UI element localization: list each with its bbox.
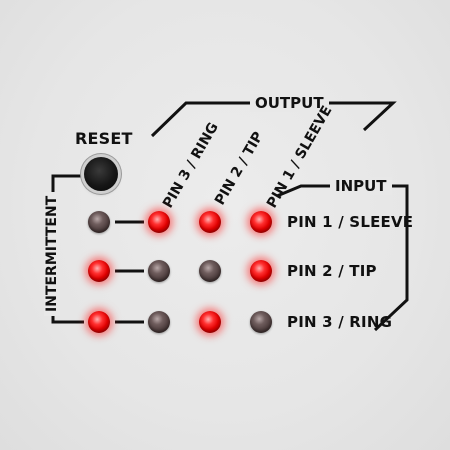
led-row3-col1-intermittent — [88, 311, 110, 333]
led-row1-col4 — [250, 211, 272, 233]
led-row3-col3 — [199, 311, 221, 333]
led-row1-col1-intermittent — [88, 211, 110, 233]
reset-button[interactable] — [84, 157, 118, 191]
led-row1-col2 — [148, 211, 170, 233]
row-label-pin3-ring: PIN 3 / RING — [287, 313, 393, 331]
led-row3-col2 — [148, 311, 170, 333]
intermittent-label: INTERMITTENT — [44, 191, 60, 316]
output-label: OUTPUT — [250, 94, 329, 112]
led-row2-col1-intermittent — [88, 260, 110, 282]
row-label-pin2-tip: PIN 2 / TIP — [287, 262, 377, 280]
led-row2-col3 — [199, 260, 221, 282]
led-row1-col3 — [199, 211, 221, 233]
reset-label: RESET — [75, 129, 133, 148]
led-row3-col4 — [250, 311, 272, 333]
led-row2-col2 — [148, 260, 170, 282]
input-bracket-line — [276, 184, 409, 332]
led-row2-col4 — [250, 260, 272, 282]
row-label-pin1-sleeve: PIN 1 / SLEEVE — [287, 213, 414, 231]
input-label: INPUT — [330, 177, 392, 195]
